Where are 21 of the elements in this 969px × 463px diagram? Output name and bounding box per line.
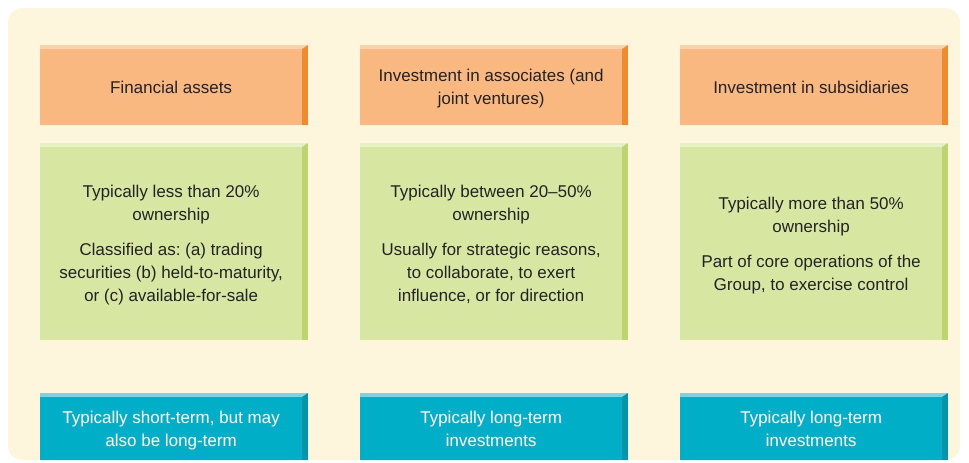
term-text: Typically long-term investments [739, 406, 883, 452]
category-title: Financial assets [110, 76, 232, 98]
ownership-text: Typically between 20–50% ownership [389, 181, 593, 226]
category-box [680, 45, 948, 125]
description-box [680, 143, 948, 340]
purpose-text: Part of core operations of the Group, to exercise control [700, 250, 922, 296]
summary-box [40, 393, 308, 460]
category-box [360, 45, 628, 125]
ownership-text: Typically more than 50% ownership [717, 192, 905, 238]
description-box [40, 143, 308, 340]
term-text: Typically long-term investments [419, 406, 563, 452]
purpose-text: Classified as: (a) trading securities (b) held-to-maturity, or (c) available-for-sale [58, 239, 284, 307]
term-text: Typically short-term, but may also be long-term [61, 406, 281, 452]
category-box [40, 45, 308, 125]
description-box [360, 143, 628, 340]
purpose-text: Usually for strategic reasons, to collaborate, to exert influence, or for direction [380, 239, 602, 307]
ownership-text: Typically less than 20% ownership [82, 181, 260, 226]
summary-box [360, 393, 628, 460]
summary-box [680, 393, 948, 460]
category-title: Investment in associates (and joint ventures) [378, 65, 604, 110]
category-title: Investment in subsidiaries [713, 76, 909, 98]
